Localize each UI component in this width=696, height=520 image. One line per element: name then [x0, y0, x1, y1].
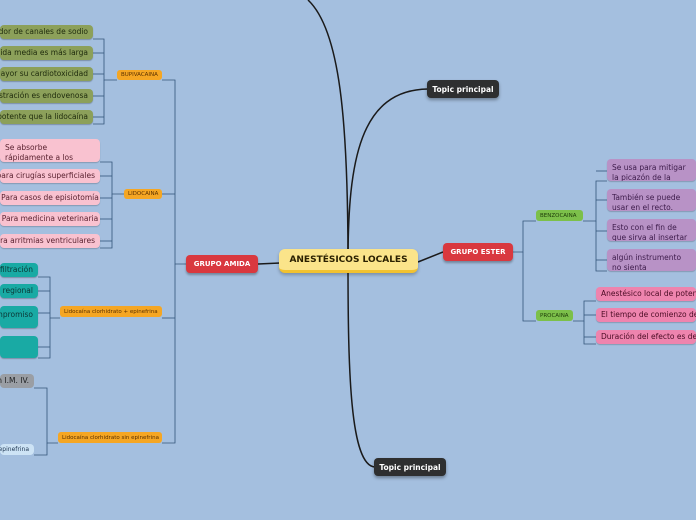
- leaf-lido-sin-epi-2[interactable]: sin epinefrina: [0, 444, 34, 455]
- central-topic[interactable]: ANESTÉSICOS LOCALES: [279, 249, 418, 273]
- leaf-benzocaina-4[interactable]: algún instrumento no sienta incomodidad: [607, 249, 696, 271]
- leaf-lido-epi-1[interactable]: Infiltración: [0, 263, 38, 277]
- procaina-node[interactable]: PROCAINA: [536, 310, 573, 321]
- leaf-bupivacaina-3[interactable]: Es mayor su cardiotoxicidad: [0, 67, 93, 81]
- leaf-lidocaina-4[interactable]: Para medicina veterinaria: [0, 212, 100, 226]
- leaf-benzocaina-2[interactable]: También se puede usar en el recto.: [607, 189, 696, 211]
- leaf-benzocaina-1[interactable]: Se usa para mitigar la picazón de la boc…: [607, 159, 696, 181]
- leaf-lidocaina-5[interactable]: Se usa para arritmias ventriculares: [0, 234, 100, 248]
- leaf-lidocaina-3[interactable]: Para casos de episiotomía: [0, 191, 100, 205]
- topic-principal-top[interactable]: Topic principal: [427, 80, 499, 98]
- grupo-ester-node[interactable]: GRUPO ESTER: [443, 243, 513, 261]
- leaf-bupivacaina-2[interactable]: Su vida media es más larga: [0, 46, 93, 60]
- topic-principal-bottom[interactable]: Topic principal: [374, 458, 446, 476]
- leaf-bupivacaina-4[interactable]: Su administración es endovenosa: [0, 89, 93, 103]
- lidocaina-epinefrina-node[interactable]: Lidocaína clorhidrato + epinefrina: [60, 306, 162, 317]
- leaf-lido-epi-4[interactable]: [0, 336, 38, 358]
- lidocaina-sin-epinefrina-node[interactable]: Lidocaína clorhidrato sin epinefrina: [58, 432, 162, 443]
- leaf-procaina-2[interactable]: El tiempo de comienzo de acción: [596, 308, 696, 322]
- leaf-lido-sin-epi-1[interactable]: Uso en I.M. IV.: [0, 374, 34, 388]
- bupivacaina-node[interactable]: BUPIVACAINA: [117, 70, 162, 80]
- lidocaina-node[interactable]: LIDOCAINA: [124, 189, 162, 199]
- grupo-amida-node[interactable]: GRUPO AMIDA: [186, 255, 258, 273]
- leaf-lidocaina-1[interactable]: Se absorbe rápidamente a los: [0, 139, 100, 162]
- benzocaina-node[interactable]: BENZOCAINA: [536, 210, 583, 221]
- leaf-lido-epi-2[interactable]: Anestesia regional: [0, 284, 38, 298]
- leaf-bupivacaina-5[interactable]: Es más potente que la lidocaína: [0, 110, 93, 124]
- leaf-bupivacaina-1[interactable]: bloqueador de canales de sodio: [0, 25, 93, 39]
- leaf-lidocaina-2[interactable]: Se usa para cirugías superficiales: [0, 169, 100, 183]
- leaf-lido-epi-3[interactable]: Compromiso: [0, 306, 38, 328]
- leaf-procaina-1[interactable]: Anestésico local de potencia baja: [596, 287, 696, 301]
- leaf-benzocaina-3[interactable]: Esto con el fin de que sirva al insertar: [607, 219, 696, 241]
- leaf-procaina-3[interactable]: Duración del efecto es de 0.5 a 1 h: [596, 330, 696, 344]
